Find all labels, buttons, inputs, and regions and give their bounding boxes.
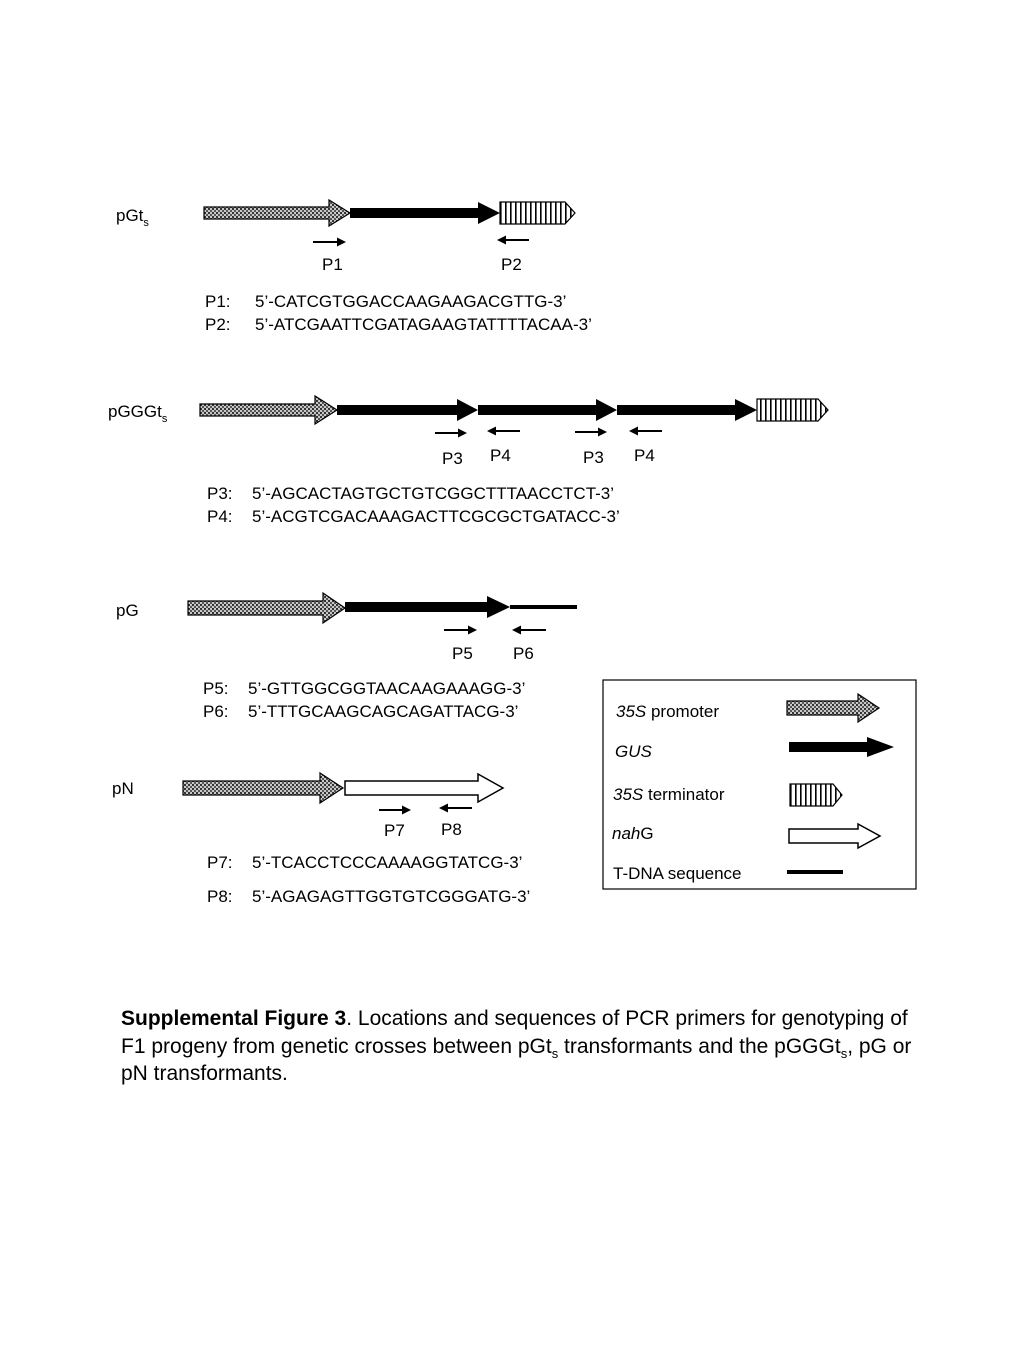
primer-label-p4: P4 xyxy=(634,446,655,465)
primer-label-p8: P8 xyxy=(441,820,462,839)
primer-label-p2: P2 xyxy=(501,255,522,274)
gus-arrow xyxy=(345,596,510,618)
promoter-35s-arrow xyxy=(182,771,345,805)
construct-pn: pN P7 P8 P7: 5’-TCACCTCCCAAAAGGTATCG-3’ … xyxy=(112,771,530,906)
caption-title: Supplemental Figure 3 xyxy=(121,1007,347,1030)
gus-arrow xyxy=(337,399,478,421)
primer-arrow-p4 xyxy=(487,426,520,436)
legend-label-gus: GUS xyxy=(615,742,653,761)
primer-label-p3: P3 xyxy=(583,448,604,467)
legend-label-nahg: nahG xyxy=(612,824,654,843)
primer-arrow-p4 xyxy=(629,426,662,436)
primer-arrow-p2 xyxy=(497,235,529,245)
sequence-label-p7: P7: xyxy=(207,853,233,872)
primer-label-p1: P1 xyxy=(322,255,343,274)
caption-subscript: s xyxy=(840,1045,848,1061)
legend-gus-swatch xyxy=(789,737,894,757)
terminator-35s-block xyxy=(499,201,576,225)
construct-pgts: pGts P1 P2 P1: 5’-CATCGTGGACCAAGAAGACGTT… xyxy=(116,198,592,334)
primer-arrow-p7 xyxy=(379,805,411,815)
legend-box xyxy=(602,679,917,890)
sequence-p6: 5’-TTTGCAAGCAGCAGATTACG-3’ xyxy=(248,702,518,721)
caption-text: transformants and the pGGGt xyxy=(558,1034,841,1058)
caption-text: , pG or pN transformants. xyxy=(121,1034,912,1086)
primer-arrow-p1 xyxy=(313,237,346,247)
sequence-label-p3: P3: xyxy=(207,484,233,503)
construct-label-pgts: pGts xyxy=(116,206,149,229)
sequence-p3: 5’-AGCACTAGTGCTGTCGGCTTTAACCTCT-3’ xyxy=(252,484,614,503)
sequence-p1: 5’-CATCGTGGACCAAGAAGACGTTG-3’ xyxy=(255,292,566,311)
legend-nahg-swatch xyxy=(788,822,882,850)
sequence-label-p2: P2: xyxy=(205,315,231,334)
sequence-p2: 5’-ATCGAATTCGATAGAAGTATTTTACAA-3’ xyxy=(255,315,592,334)
primer-label-p6: P6 xyxy=(513,644,534,663)
legend-label-tdna: T-DNA sequence xyxy=(613,864,742,883)
sequence-p5: 5’-GTTGGCGGTAACAAGAAAGG-3’ xyxy=(248,679,525,698)
figure-caption: Supplemental Figure 3. Locations and seq… xyxy=(121,1005,921,1088)
sequence-p8: 5’-AGAGAGTTGGTGTCGGGATG-3’ xyxy=(252,887,530,906)
sequence-label-p6: P6: xyxy=(203,702,229,721)
construct-label-pn: pN xyxy=(112,779,134,798)
primer-arrow-p3 xyxy=(435,428,467,438)
legend-label-terminator: 35S terminator xyxy=(613,785,725,804)
caption-subscript: s xyxy=(551,1045,559,1061)
terminator-35s-block xyxy=(756,398,829,422)
promoter-35s-arrow xyxy=(203,198,352,228)
gus-arrow xyxy=(617,399,757,421)
promoter-35s-arrow xyxy=(187,591,347,625)
primer-label-p7: P7 xyxy=(384,821,405,840)
legend-label-promoter: 35S promoter xyxy=(616,702,719,721)
primer-arrow-p6 xyxy=(512,625,546,635)
sequence-label-p1: P1: xyxy=(205,292,231,311)
sequence-label-p8: P8: xyxy=(207,887,233,906)
primer-label-p4: P4 xyxy=(490,446,511,465)
construct-pg: pG P5 P6 P5: 5’-GTTGGCGGTAACAAGAAAGG-3’ … xyxy=(116,591,577,721)
sequence-label-p5: P5: xyxy=(203,679,229,698)
legend-terminator-swatch xyxy=(789,783,843,807)
construct-pgggts: pGGGts P3 P4 P3 P4 P3: 5’-AGCACTAGTGCTGT… xyxy=(108,394,829,526)
construct-label-pg: pG xyxy=(116,601,139,620)
primer-arrow-p5 xyxy=(444,625,477,635)
sequence-label-p4: P4: xyxy=(207,507,233,526)
gus-arrow xyxy=(350,202,500,224)
primer-map-figure: pGts P1 P2 P1: 5’-CATCGTGGACCAAGAAGACGTT… xyxy=(108,198,917,906)
caption-text: . Locations and sequences of PCR primers… xyxy=(121,1007,908,1058)
sequence-p4: 5’-ACGTCGACAAAGACTTCGCGCTGATACC-3’ xyxy=(252,507,620,526)
nahg-arrow xyxy=(344,772,505,804)
legend-promoter-swatch xyxy=(786,692,881,724)
primer-arrow-p8 xyxy=(439,803,472,813)
primer-label-p5: P5 xyxy=(452,644,473,663)
promoter-35s-arrow xyxy=(199,394,339,426)
construct-label-pgggts: pGGGts xyxy=(108,402,168,425)
gus-arrow xyxy=(478,399,617,421)
primer-label-p3: P3 xyxy=(442,449,463,468)
primer-arrow-p3 xyxy=(575,427,607,437)
sequence-p7: 5’-TCACCTCCCAAAAGGTATCG-3’ xyxy=(252,853,522,872)
legend: 35S promoter GUS 35S terminator nahG T-D… xyxy=(602,679,917,890)
